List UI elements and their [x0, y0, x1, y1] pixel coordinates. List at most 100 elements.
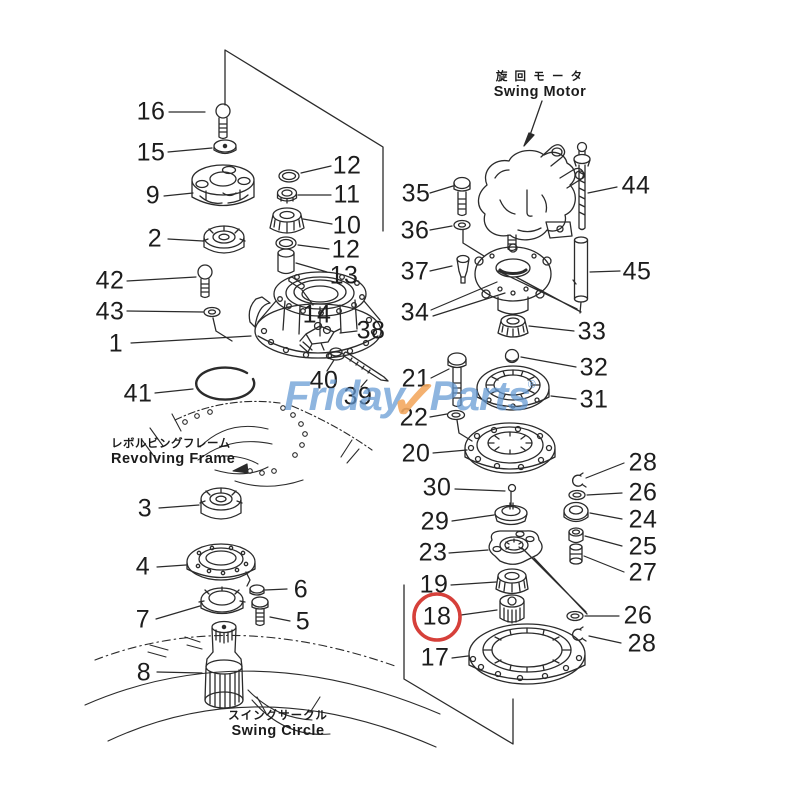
- swing-motor-body: [477, 144, 586, 252]
- part-45-tube: [572, 236, 589, 314]
- label-swing-circle: スイングサークル Swing Circle: [228, 710, 328, 740]
- callout-28-lower: 28: [627, 629, 657, 658]
- callout-8: 8: [136, 658, 152, 687]
- callout-14: 14: [302, 300, 332, 329]
- part-7-ring: [198, 586, 246, 615]
- callout-6: 6: [293, 575, 309, 604]
- swing-motor-arrow: [523, 100, 543, 147]
- part-3-bearing: [199, 487, 243, 520]
- part-8-shaft: [204, 620, 244, 709]
- part-6-nut: [245, 571, 265, 596]
- part-12-oring-lower: [275, 236, 297, 250]
- swing-circle-sketch: [84, 634, 441, 748]
- callout-39: 39: [343, 382, 373, 411]
- part-21-bolt: [447, 352, 467, 408]
- label-swing-circle-jp: スイングサークル: [228, 710, 328, 722]
- callout-24: 24: [628, 505, 658, 534]
- part-41-snap-ring: [195, 366, 256, 401]
- callout-16: 16: [136, 97, 166, 126]
- callout-12-upper: 12: [332, 151, 362, 180]
- callout-28-upper: 28: [628, 448, 658, 477]
- callout-3: 3: [137, 494, 153, 523]
- part-44-dipstick: [573, 141, 591, 231]
- label-revolving-frame-en: Revolving Frame: [111, 451, 236, 468]
- part-16-bolt: [215, 103, 231, 140]
- label-revolving-frame: レボルビングフレーム Revolving Frame: [111, 438, 235, 468]
- part-11-nut: [276, 186, 298, 204]
- callout-37: 37: [400, 257, 430, 286]
- part-25-bushing: [568, 527, 584, 544]
- callout-23: 23: [418, 538, 448, 567]
- group-bracket-bottom: [403, 584, 514, 745]
- callout-41: 41: [123, 379, 153, 408]
- part-18-gear: [499, 594, 525, 624]
- part-26-washer-lower: [566, 610, 584, 622]
- highlight-circle-part-18: [412, 592, 462, 642]
- watermark-text-left: Friday: [284, 372, 405, 419]
- callout-31: 31: [579, 385, 609, 414]
- label-swing-circle-en: Swing Circle: [231, 723, 325, 740]
- callout-36: 36: [400, 216, 430, 245]
- part-43-washer: [203, 306, 233, 342]
- callout-5: 5: [295, 607, 311, 636]
- label-swing-motor-en: Swing Motor: [493, 84, 587, 101]
- part-17-ring-gear: [468, 623, 586, 685]
- callout-25: 25: [628, 532, 658, 561]
- part-19-bearing: [495, 568, 529, 595]
- part-2-bearing: [202, 225, 246, 254]
- part-5-bolt: [251, 596, 269, 627]
- part-28-clip-lower: [571, 626, 587, 642]
- part-4-bearing-ring: [186, 543, 256, 581]
- callout-44: 44: [621, 171, 651, 200]
- part-39-rod: [343, 351, 389, 382]
- callout-26-lower: 26: [623, 601, 653, 630]
- callout-42: 42: [95, 266, 125, 295]
- callout-11: 11: [333, 180, 361, 209]
- callout-34: 34: [400, 298, 430, 327]
- callout-2: 2: [147, 224, 163, 253]
- callout-18-highlighted: 18: [422, 602, 452, 631]
- assembly-connector-lines: [497, 270, 588, 615]
- part-10-bearing: [269, 207, 305, 234]
- part-15-washer: [213, 139, 237, 155]
- part-40-nut: [327, 347, 345, 361]
- part-36-washer: [453, 219, 485, 257]
- watermark-registered-mark: ®: [527, 379, 536, 391]
- callout-45: 45: [622, 257, 652, 286]
- part-42-bolt: [197, 264, 213, 299]
- callout-12-lower: 12: [331, 235, 361, 264]
- label-swing-motor-jp: 旋 回 モ ー タ: [495, 71, 585, 83]
- revolving-frame-sketch: [141, 400, 373, 487]
- callout-30: 30: [422, 473, 452, 502]
- callout-26-upper: 26: [628, 478, 658, 507]
- callout-27: 27: [628, 558, 658, 587]
- callout-7: 7: [135, 605, 151, 634]
- part-29-plug: [494, 502, 528, 526]
- part-14-pin: [288, 276, 305, 290]
- callout-13: 13: [329, 261, 359, 290]
- part-31-ring-gear: [476, 365, 550, 411]
- part-37-plug: [456, 254, 470, 284]
- part-12-oring-upper: [278, 169, 300, 183]
- part-20-flange: [464, 422, 556, 474]
- part-27-pin: [569, 543, 583, 565]
- callout-1: 1: [108, 329, 124, 358]
- callout-35: 35: [401, 179, 431, 208]
- callout-43: 43: [95, 297, 125, 326]
- callout-40: 40: [309, 366, 339, 395]
- part-35-bolt: [453, 176, 471, 217]
- callout-4: 4: [135, 552, 151, 581]
- part-13-sleeve: [277, 248, 295, 275]
- part-28-clip-upper: [571, 472, 587, 488]
- part-33-bearing: [497, 314, 529, 338]
- part-9-carrier: [191, 164, 255, 207]
- part-32-ball: [504, 348, 520, 364]
- callout-20: 20: [401, 439, 431, 468]
- callout-33: 33: [577, 317, 607, 346]
- callout-15: 15: [136, 138, 166, 167]
- group-bracket-top-left: [224, 49, 384, 232]
- leader-lines: [126, 111, 625, 674]
- callout-32: 32: [579, 353, 609, 382]
